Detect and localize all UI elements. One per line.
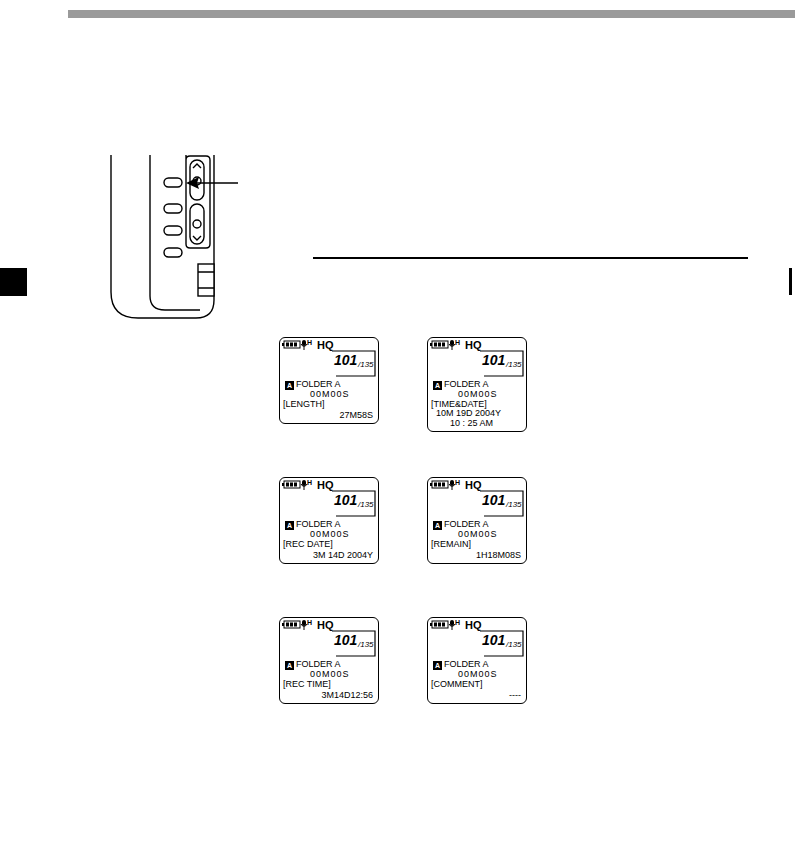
quality-mode: HQ <box>465 480 482 491</box>
info-value: ---- <box>509 691 521 700</box>
info-value: 3M14D12:56 <box>321 691 373 700</box>
info-label: [LENGTH] <box>283 400 325 409</box>
folder-name: FOLDER A <box>444 660 489 669</box>
file-number: 101 <box>334 353 357 367</box>
folder-name: FOLDER A <box>444 520 489 529</box>
elapsed-time: 00M00S <box>458 530 498 539</box>
file-total: /135 <box>358 501 374 509</box>
lcd-screen: H HQ101/135AFOLDER A00M00S[REMAIN] 1H18M08… <box>427 477 527 564</box>
info-value: 3M 14D 2004Y <box>313 551 373 560</box>
mic-level: H <box>307 479 312 486</box>
info-label: [TIME&DATE] <box>431 400 487 409</box>
elapsed-time: 00M00S <box>310 390 350 399</box>
mic-level: H <box>455 479 460 486</box>
mic-level: H <box>455 619 460 626</box>
chapter-tab <box>0 268 27 296</box>
quality-mode: HQ <box>465 340 482 351</box>
file-total: /135 <box>506 501 522 509</box>
info-label: [REC TIME] <box>283 680 331 689</box>
elapsed-time: 00M00S <box>458 390 498 399</box>
recorder-illustration <box>111 155 214 318</box>
folder-icon: A <box>285 381 294 390</box>
file-number: 101 <box>334 633 357 647</box>
folder-icon: A <box>433 381 442 390</box>
folder-icon: A <box>433 521 442 530</box>
quality-mode: HQ <box>317 480 334 491</box>
file-number: 101 <box>482 353 505 367</box>
edge-mark <box>789 268 792 295</box>
file-number: 101 <box>334 493 357 507</box>
info-label: [COMMENT] <box>431 680 483 689</box>
folder-name: FOLDER A <box>296 380 341 389</box>
elapsed-time: 00M00S <box>310 530 350 539</box>
file-total: /135 <box>506 361 522 369</box>
folder-icon: A <box>285 661 294 670</box>
file-total: /135 <box>358 361 374 369</box>
info-value: 27M58S <box>339 411 373 420</box>
header-rule <box>68 10 795 18</box>
pointer-arrow <box>186 177 238 189</box>
lcd-screen: H HQ101/135AFOLDER A00M00S[REC DATE] 3M 14… <box>279 477 379 564</box>
folder-name: FOLDER A <box>296 520 341 529</box>
lcd-screen: H HQ101/135AFOLDER A00M00S[COMMENT] ---- <box>427 617 527 704</box>
info-value: 1H18M08S <box>476 551 521 560</box>
file-number: 101 <box>482 493 505 507</box>
file-total: /135 <box>358 641 374 649</box>
elapsed-time: 00M00S <box>458 670 498 679</box>
mic-level: H <box>307 619 312 626</box>
mic-level: H <box>455 339 460 346</box>
section-rule <box>313 257 748 259</box>
folder-icon: A <box>433 661 442 670</box>
file-number: 101 <box>482 633 505 647</box>
folder-name: FOLDER A <box>444 380 489 389</box>
file-total: /135 <box>506 641 522 649</box>
quality-mode: HQ <box>465 620 482 631</box>
info-value: 10M 19D 2004Y <box>436 409 501 418</box>
quality-mode: HQ <box>317 340 334 351</box>
info-label: [REMAIN] <box>431 540 471 549</box>
lcd-screen: H HQ101/135AFOLDER A00M00S[REC TIME] 3M14D… <box>279 617 379 704</box>
info-value: 10 : 25 AM <box>450 419 493 428</box>
mic-level: H <box>307 339 312 346</box>
lcd-screen: H HQ101/135AFOLDER A00M00S[LENGTH] 27M58S <box>279 337 379 424</box>
info-label: [REC DATE] <box>283 540 333 549</box>
folder-icon: A <box>285 521 294 530</box>
lcd-screen: H HQ101/135AFOLDER A00M00S[TIME&DATE]10M … <box>427 337 527 432</box>
quality-mode: HQ <box>317 620 334 631</box>
elapsed-time: 00M00S <box>310 670 350 679</box>
folder-name: FOLDER A <box>296 660 341 669</box>
